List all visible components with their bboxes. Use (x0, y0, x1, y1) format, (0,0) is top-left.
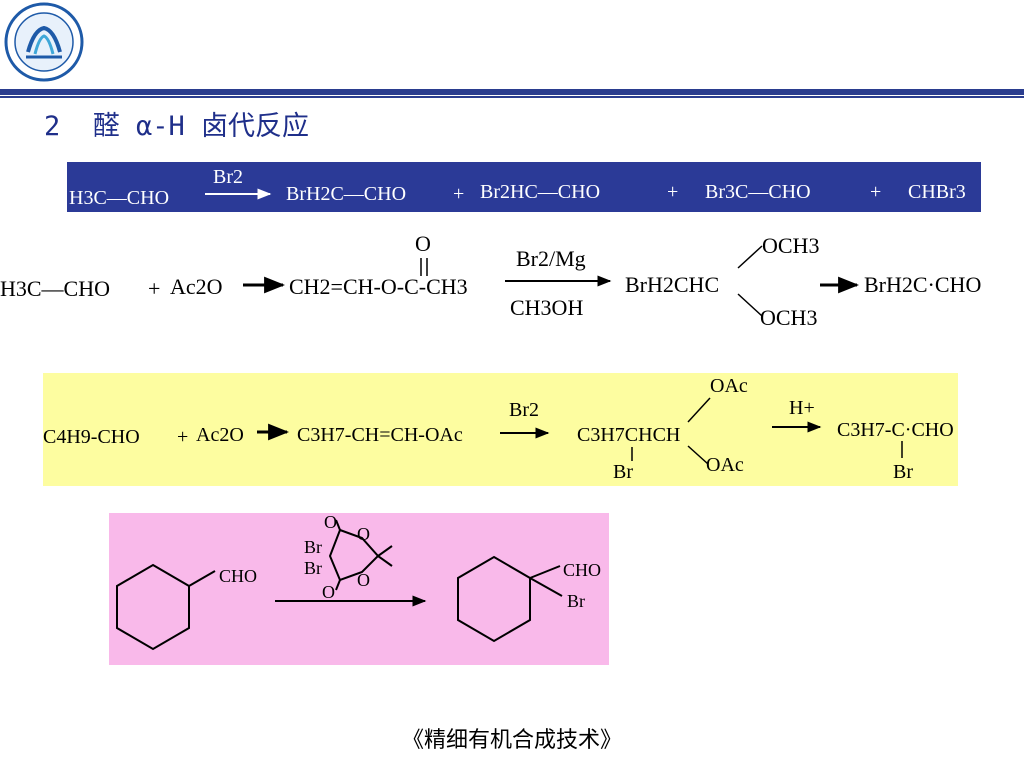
r3-enol-ester: C3H7-CH=CH-OAc (297, 424, 463, 446)
r1-product-4: CHBr3 (908, 181, 966, 203)
r2-reactant: H3C—CHO (0, 276, 110, 301)
r1-product-1: BrH2C—CHO (286, 183, 406, 205)
r2-carbonyl-o: O (415, 231, 431, 256)
r3-plus: + (177, 426, 188, 448)
r4-product-br: Br (567, 591, 585, 611)
r4-carbonyl-2 (335, 579, 341, 591)
r1-plus-1: + (453, 183, 464, 205)
reaction3-box (43, 373, 958, 486)
r4-carbonyl-1 (335, 519, 341, 531)
r1-product-2: Br2HC—CHO (480, 181, 600, 203)
school-logo (4, 2, 84, 82)
r3-bond-oac-top (687, 397, 711, 423)
r3-reagent: Ac2O (196, 424, 244, 446)
r3-reactant: C4H9-CHO (43, 426, 140, 448)
r4-reagent-o-1: O (324, 512, 337, 532)
r4-product-cho: CHO (563, 560, 601, 580)
r2-plus: + (148, 276, 160, 301)
r3-bond-oac-bottom (687, 445, 709, 465)
r1-reactant: H3C—CHO (69, 187, 169, 209)
r3-product-br: Br (893, 461, 913, 483)
r4-reagent-ring (328, 528, 380, 582)
r2-reagent: Ac2O (170, 274, 223, 299)
r2-reagent-bottom: CH3OH (510, 295, 583, 320)
r4-reagent-o-4: O (322, 582, 335, 602)
r4-reactant-cho: CHO (219, 566, 257, 586)
r2-ome-top: OCH3 (762, 233, 819, 258)
r1-reagent: Br2 (213, 166, 243, 188)
r2-intermediate: CH2=CH-O-C-CH3 (289, 274, 468, 299)
r2-reagent-top: Br2/Mg (516, 246, 586, 271)
r4-reagent-o-3: O (357, 570, 370, 590)
r4-methyl-2 (377, 555, 393, 567)
r3-acid: H+ (789, 397, 815, 419)
r3-bromine: Br2 (509, 399, 539, 421)
r4-reagent-br-2: Br (304, 558, 322, 578)
r1-plus-2: + (667, 181, 678, 203)
reaction1-box (67, 162, 981, 212)
r3-product: C3H7-C·CHO (837, 419, 954, 441)
page-title: 2 醛 α-H 卤代反应 (44, 111, 310, 142)
r4-methyl-1 (377, 545, 393, 557)
r4-reagent-o-2: O (357, 524, 370, 544)
footer-course-title: 《精细有机合成技术》 (401, 728, 622, 753)
r3-dibromo: C3H7CHCH (577, 424, 680, 446)
r2-ome-bottom: OCH3 (760, 305, 817, 330)
header-rule (0, 89, 1024, 98)
r2-product: BrH2C·CHO (864, 272, 981, 297)
r2-acetal: BrH2CHC (625, 272, 719, 297)
r4-bond-product-br (529, 577, 563, 597)
r4-bond-product-cho (529, 565, 561, 579)
reaction4-box (109, 513, 609, 665)
r4-bond-cho (188, 570, 216, 587)
r3-oac-bottom: OAc (706, 454, 744, 476)
r2-bond-upper (737, 245, 763, 269)
r1-product-3: Br3C—CHO (705, 181, 811, 203)
r3-oac-top: OAc (710, 375, 748, 397)
r4-reagent-br-1: Br (304, 537, 322, 557)
r2-bond-lower (737, 293, 763, 317)
r1-plus-3: + (870, 181, 881, 203)
r3-br: Br (613, 461, 633, 483)
